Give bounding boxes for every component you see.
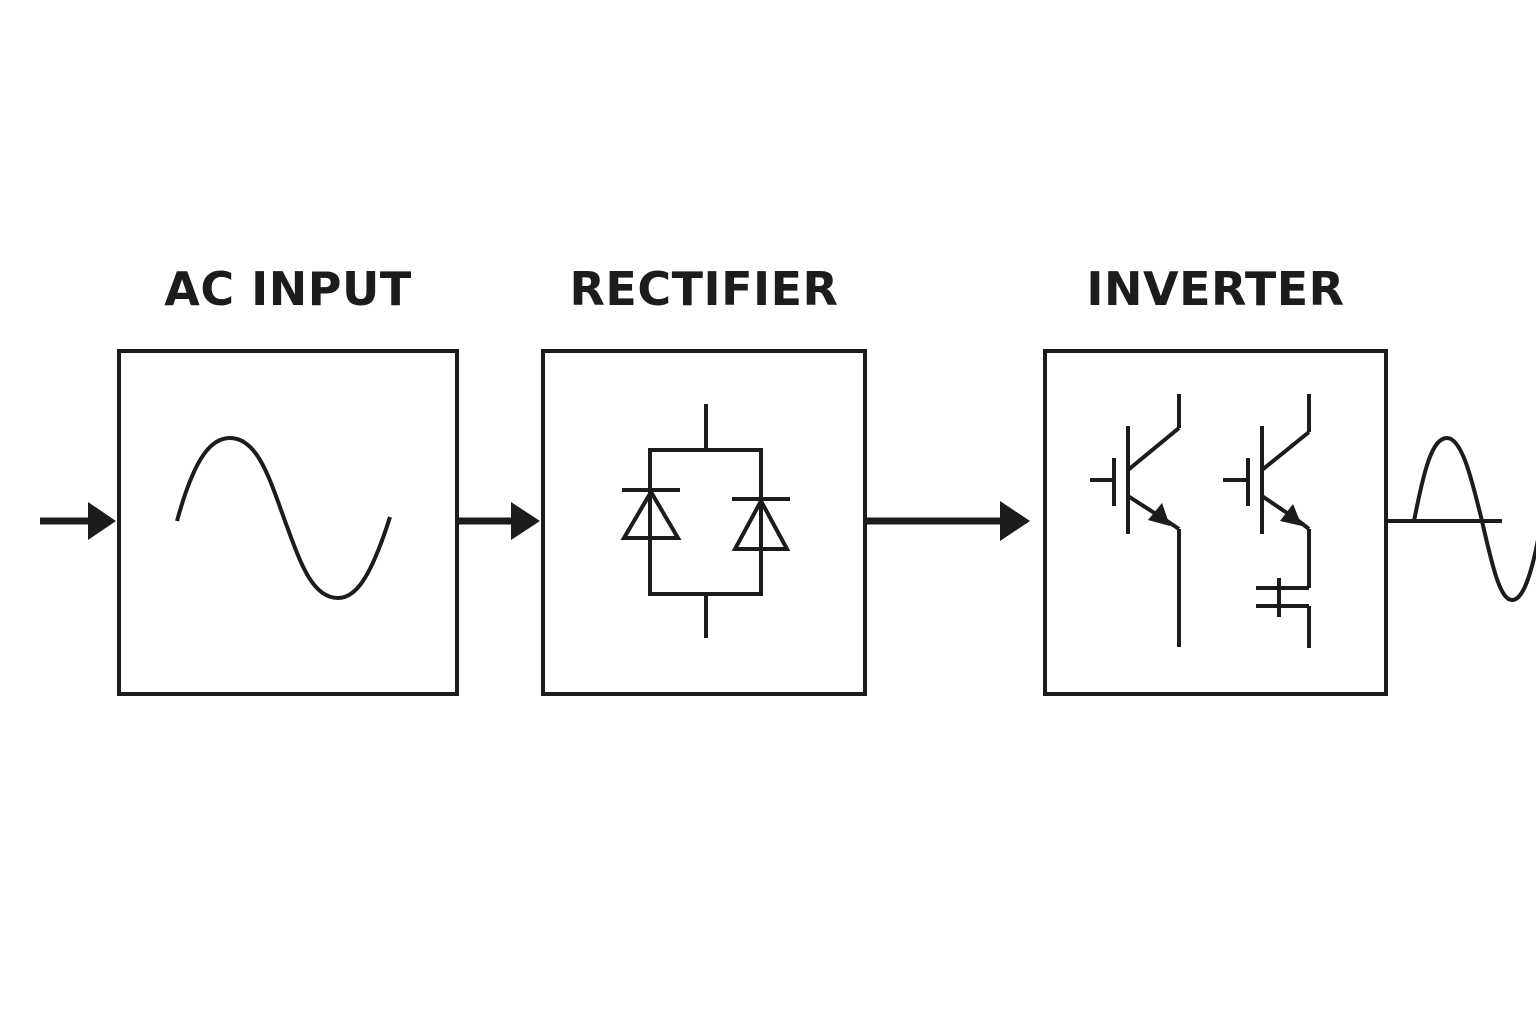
arrow-rectifier-to-inverter bbox=[866, 501, 1030, 541]
ac-input-block bbox=[117, 349, 459, 696]
transistor-2-icon bbox=[1223, 394, 1311, 648]
ac-output-waveform-icon bbox=[1387, 435, 1536, 603]
sine-wave-icon bbox=[175, 435, 392, 601]
arrow-ac-to-rectifier bbox=[459, 502, 540, 540]
inverter-block bbox=[1043, 349, 1388, 696]
inverter-label: INVERTER bbox=[1086, 262, 1345, 316]
diode-bridge-icon bbox=[620, 404, 791, 638]
diode-right-icon bbox=[731, 496, 791, 551]
transistor-1-icon bbox=[1090, 394, 1181, 647]
rectifier-block bbox=[541, 349, 867, 696]
igbt-pair-icon bbox=[1090, 394, 1311, 648]
ac-input-label: AC INPUT bbox=[164, 262, 412, 316]
input-arrow bbox=[40, 502, 116, 540]
diode-left-icon bbox=[620, 488, 682, 540]
rectifier-label: RECTIFIER bbox=[569, 262, 839, 316]
